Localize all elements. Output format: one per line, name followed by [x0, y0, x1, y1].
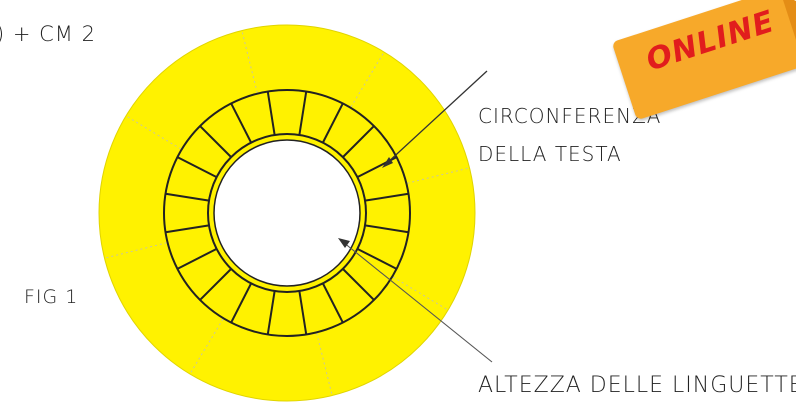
circumference-label-line2: DELLA TESTA — [478, 142, 622, 166]
tab-divider — [199, 125, 232, 158]
outer-seam-line — [104, 242, 167, 259]
tab-divider — [321, 282, 344, 324]
tab-divider — [230, 282, 253, 324]
tab-divider — [176, 247, 218, 270]
outer-seam-lines — [104, 30, 470, 396]
outer-seam-line — [125, 115, 182, 150]
tab-divider — [321, 102, 344, 144]
tab-divider — [199, 268, 232, 301]
outer-seam-line — [407, 167, 470, 184]
tab-divider — [230, 102, 253, 144]
tab-divider — [266, 91, 276, 136]
tab-height-arrow — [338, 238, 493, 363]
outer-seam-line — [350, 51, 385, 108]
tab-divider — [298, 290, 308, 335]
outer-seam-line — [392, 276, 449, 311]
tab-divider — [176, 156, 218, 179]
tab-divider — [342, 268, 375, 301]
outer-seam-line — [189, 318, 224, 375]
size-formula-text: ) + CM 2 — [0, 22, 96, 46]
tab-divider — [364, 224, 409, 234]
outer-seam-line — [241, 30, 258, 93]
tab-divider — [165, 192, 210, 202]
tab-divider — [165, 224, 210, 234]
tab-divider — [364, 192, 409, 202]
tab-height-label: ALTEZZA DELLE LINGUETTE — [478, 373, 796, 398]
tab-divider — [342, 125, 375, 158]
tab-divider — [298, 91, 308, 136]
circumference-arrow — [382, 70, 488, 168]
figure-label: FIG 1 — [24, 286, 79, 308]
head-opening — [213, 139, 361, 287]
tab-divider — [356, 247, 398, 270]
outer-seam-line — [316, 333, 333, 396]
tab-divider-lines — [165, 91, 409, 335]
tab-divider — [266, 290, 276, 335]
circumference-label-line1: CIRCONFERENZA — [478, 104, 662, 128]
